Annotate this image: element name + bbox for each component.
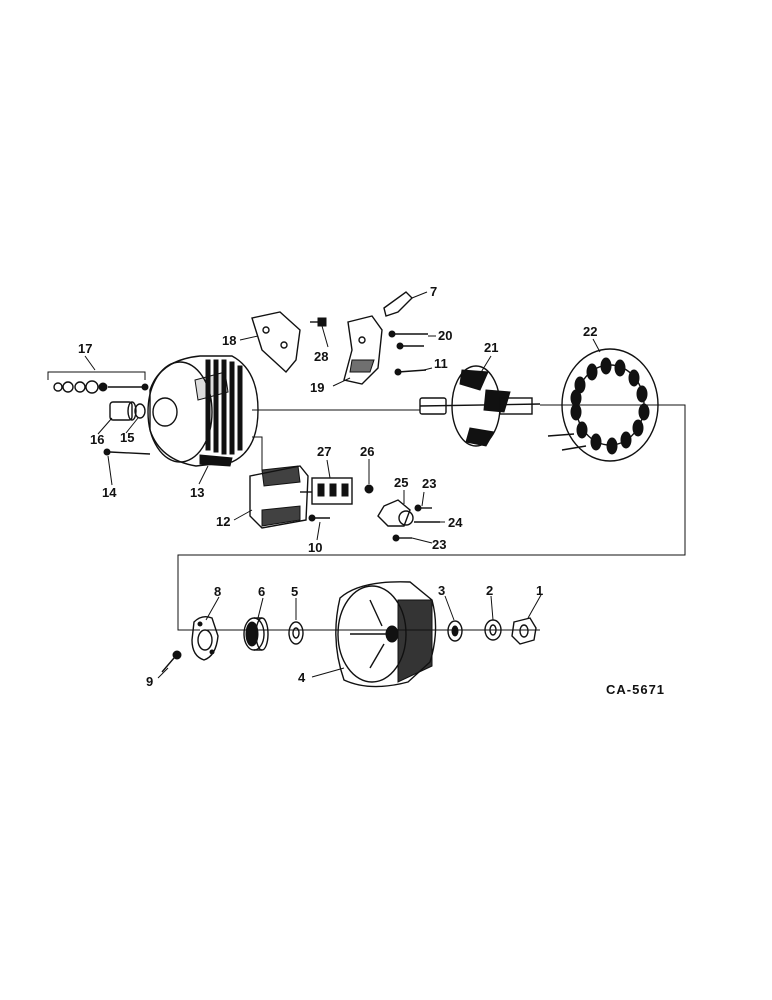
part-17-bolt-washer-set — [47, 371, 149, 394]
callout-16: 16 — [90, 432, 104, 447]
callout-28: 28 — [314, 349, 328, 364]
part-15-insulator — [134, 403, 146, 419]
callout-8: 8 — [214, 584, 221, 599]
part-13-slip-ring-end-frame — [147, 355, 259, 467]
callout-26: 26 — [360, 444, 374, 459]
part-3-spacer — [447, 620, 463, 642]
part-6-bearing — [243, 617, 269, 651]
part-25-terminal — [377, 499, 414, 527]
part-26-nut — [364, 484, 374, 494]
callout-17: 17 — [78, 341, 92, 356]
part-18-bracket — [251, 311, 301, 374]
callout-15: 15 — [120, 430, 134, 445]
part-9-screw — [161, 650, 182, 673]
callout-2: 2 — [486, 583, 493, 598]
callout-19: 19 — [310, 380, 324, 395]
part-28-screw — [310, 317, 327, 327]
assembly-guide-lines — [177, 404, 686, 631]
callout-14: 14 — [102, 485, 117, 500]
part-4-drive-end-frame — [335, 581, 437, 688]
callout-12: 12 — [216, 514, 230, 529]
callout-25: 25 — [394, 475, 408, 490]
callout-11: 11 — [434, 356, 448, 371]
callout-1: 1 — [536, 583, 543, 598]
part-11-screw — [394, 368, 427, 376]
part-27-brush-holder — [300, 477, 353, 505]
callout-7: 7 — [430, 284, 437, 299]
callout-23: 23 — [422, 476, 436, 491]
reference-code: CA-5671 — [606, 682, 665, 697]
callout-4: 4 — [298, 670, 306, 685]
part-23-screw-upper — [414, 504, 432, 512]
callout-labels: 1 2 3 4 5 6 7 8 9 10 11 12 13 14 15 16 1… — [78, 284, 597, 689]
part-16-bushing — [109, 401, 137, 421]
part-1-nut — [511, 617, 537, 645]
part-20-screws — [388, 330, 428, 350]
callout-10: 10 — [308, 540, 322, 555]
part-8-bearing-retainer — [191, 615, 219, 661]
part-12-rectifier-bridge — [249, 465, 309, 529]
part-14-screw — [103, 448, 151, 456]
callout-24: 24 — [448, 515, 463, 530]
part-5-washer — [288, 621, 304, 645]
leader-lines — [84, 291, 601, 679]
callout-13: 13 — [190, 485, 204, 500]
callout-9: 9 — [146, 674, 153, 689]
part-21-rotor — [419, 365, 541, 447]
callout-6: 6 — [258, 584, 265, 599]
callout-18: 18 — [222, 333, 236, 348]
part-22-stator — [547, 348, 659, 462]
callout-3: 3 — [438, 583, 445, 598]
callout-23-second: 23 — [432, 537, 446, 552]
callout-21: 21 — [484, 340, 498, 355]
part-10-screw — [308, 514, 330, 522]
callout-22: 22 — [583, 324, 597, 339]
callout-27: 27 — [317, 444, 331, 459]
part-7-clip — [383, 291, 413, 317]
callout-5: 5 — [291, 584, 298, 599]
part-23-screw-lower — [392, 534, 412, 542]
callout-20: 20 — [438, 328, 452, 343]
part-19-regulator-bracket — [343, 315, 383, 385]
